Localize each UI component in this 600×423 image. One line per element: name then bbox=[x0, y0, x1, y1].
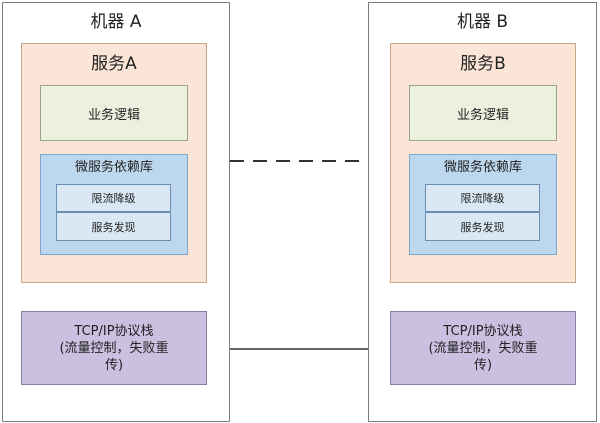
machine-title: 机器 B bbox=[456, 12, 509, 32]
service-discovery-box: 服务发现 bbox=[425, 212, 540, 241]
microservice-lib-title: 微服务依赖库 bbox=[443, 160, 522, 175]
machine-title: 机器 A bbox=[90, 12, 142, 32]
business-logic-box: 业务逻辑 bbox=[409, 85, 557, 141]
tcp-stack-line: (流量控制，失败重 bbox=[428, 340, 538, 356]
business-logic-box: 业务逻辑 bbox=[40, 85, 188, 141]
tcp-stack-line: 传) bbox=[104, 357, 124, 373]
rate-limit-box: 限流降级 bbox=[425, 184, 540, 212]
tcp-stack-title: TCP/IP协议栈 bbox=[74, 323, 154, 339]
tcp-stack-line: (流量控制，失败重 bbox=[59, 340, 169, 356]
service-title: 服务B bbox=[460, 54, 506, 74]
tcp-stack-box: TCP/IP协议栈 (流量控制，失败重 传) bbox=[21, 311, 207, 385]
service-title: 服务A bbox=[91, 54, 137, 74]
service-discovery-box: 服务发现 bbox=[56, 212, 171, 241]
tcp-stack-box: TCP/IP协议栈 (流量控制，失败重 传) bbox=[390, 311, 576, 385]
tcp-stack-line: 传) bbox=[473, 357, 493, 373]
microservice-lib-title: 微服务依赖库 bbox=[74, 160, 153, 175]
tcp-stack-title: TCP/IP协议栈 bbox=[443, 323, 523, 339]
rate-limit-box: 限流降级 bbox=[56, 184, 171, 212]
